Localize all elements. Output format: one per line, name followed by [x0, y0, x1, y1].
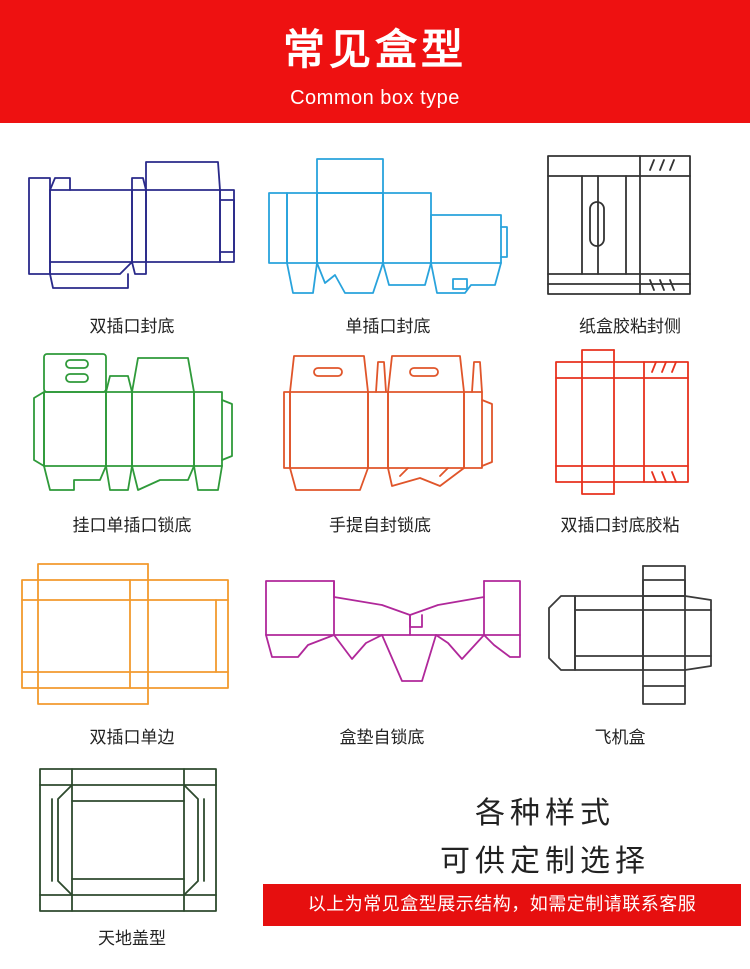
- box-label: 双插口封底胶粘: [560, 516, 680, 536]
- dieline-mailer-icon: [548, 565, 712, 705]
- box-label: 纸盒胶粘封侧: [579, 317, 681, 337]
- dieline-single-tuck-icon: [268, 158, 508, 294]
- dieline-glued-side-icon: [547, 155, 691, 295]
- box-label: 天地盖型: [98, 929, 166, 949]
- box-label: 手提自封锁底: [329, 516, 431, 536]
- promo-line-1: 各种样式: [475, 796, 615, 831]
- dieline-lid-base-icon: [39, 768, 217, 912]
- box-label: 双插口封底: [89, 317, 175, 337]
- header-banner: 常见盒型 Common box type: [0, 0, 750, 123]
- box-label: 飞机盒: [594, 728, 646, 748]
- dieline-hanger-icon: [33, 353, 233, 491]
- box-label: 挂口单插口锁底: [72, 516, 192, 536]
- box-label: 双插口单边: [89, 728, 175, 748]
- page-title: 常见盒型: [282, 25, 467, 74]
- promo-text: 各种样式 可供定制选择: [340, 790, 750, 886]
- dieline-double-tuck-icon: [28, 161, 235, 289]
- dieline-self-lock-icon: [265, 580, 521, 682]
- dieline-single-side-icon: [21, 563, 229, 705]
- dieline-handle-icon: [283, 355, 493, 491]
- promo-line-2: 可供定制选择: [440, 844, 650, 879]
- page-subtitle: Common box type: [290, 87, 460, 109]
- box-label: 单插口封底: [345, 317, 431, 337]
- dieline-double-tuck-glued-icon: [555, 349, 689, 495]
- box-label: 盒垫自锁底: [339, 728, 425, 748]
- notice-banner: 以上为常见盒型展示结构，如需定制请联系客服: [263, 884, 741, 926]
